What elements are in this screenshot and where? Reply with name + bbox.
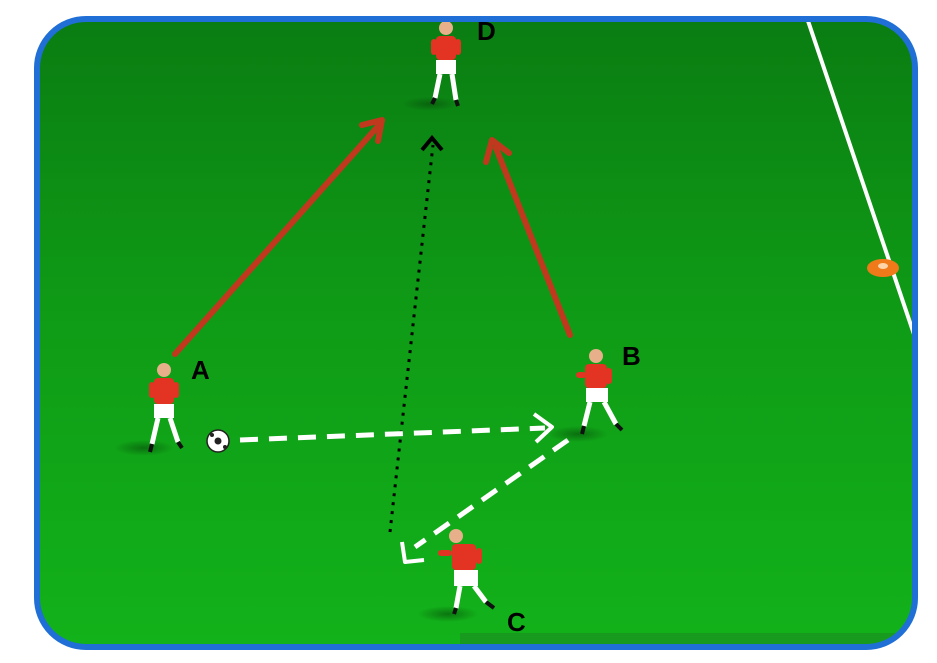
player-d xyxy=(402,22,461,111)
player-c xyxy=(418,529,496,622)
pitch: A B C D xyxy=(114,22,912,644)
ball-icon xyxy=(206,429,230,453)
diagram-frame: A B C D xyxy=(34,16,918,650)
pass-line-b-to-c xyxy=(400,437,570,564)
player-b-label: B xyxy=(622,341,641,371)
run-path-c-to-d xyxy=(388,134,444,533)
run-arrow-b-to-d xyxy=(483,137,573,338)
player-c-label: C xyxy=(507,607,526,637)
player-a xyxy=(114,363,184,456)
run-arrow-a-to-d xyxy=(172,117,385,357)
cone-icon xyxy=(867,259,899,277)
pass-line-a-to-b xyxy=(239,412,554,444)
footer-strip xyxy=(460,633,912,644)
player-a-label: A xyxy=(191,355,210,385)
player-d-label: D xyxy=(477,22,496,46)
player-b xyxy=(548,349,624,442)
touchline xyxy=(806,22,912,335)
